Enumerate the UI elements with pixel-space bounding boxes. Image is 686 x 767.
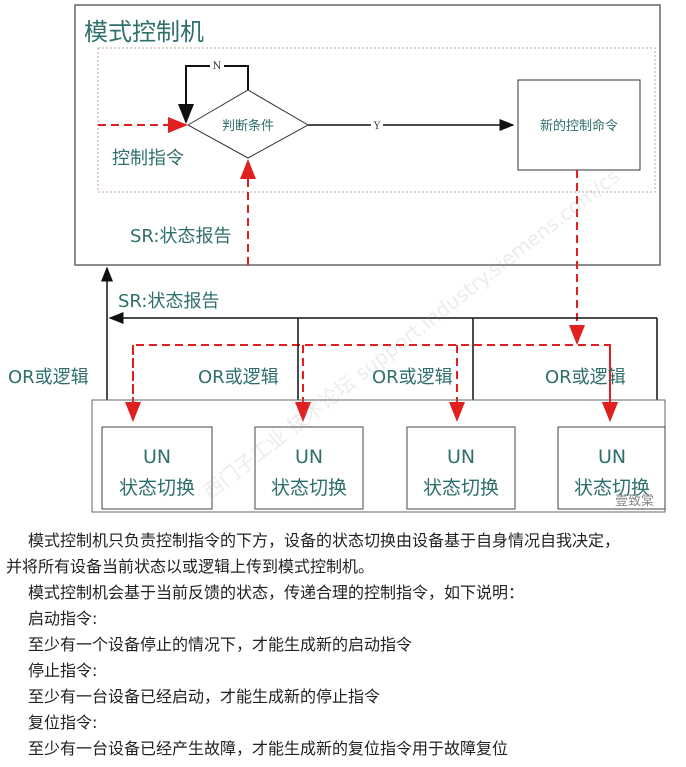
description: 模式控制机只负责控制指令的下方，设备的状态切换由设备基于自身情况自我决定， 并将… <box>0 528 686 762</box>
start-command-title: 启动指令: <box>28 609 98 628</box>
unit-action: 状态切换 <box>423 477 499 499</box>
new-command-box <box>517 79 641 171</box>
unit-action: 状态切换 <box>119 477 195 499</box>
controller-title: 模式控制机 <box>84 18 204 46</box>
mode-control-diagram: 模式控制机 判断条件 N Y 新的控制命令 控制指令 SR:状态报告 SR:状态… <box>8 4 666 513</box>
or-label-2: OR或逻辑 <box>198 367 279 388</box>
or-label-3: OR或逻辑 <box>372 367 453 388</box>
start-command-desc: 至少有一个设备停止的情况下，才能生成新的启动指令 <box>28 635 413 654</box>
decision-label: 判断条件 <box>222 118 274 134</box>
stop-command-desc: 至少有一台设备已经启动，才能生成新的停止指令 <box>28 687 381 706</box>
unit-name: UN <box>598 446 626 468</box>
new-command-label: 新的控制命令 <box>540 118 618 134</box>
unit-3: UN 状态切换 <box>406 426 516 510</box>
corner-logo: 壹致棠 <box>615 494 654 509</box>
reset-command-title: 复位指令: <box>28 713 98 732</box>
controller-box <box>74 4 661 266</box>
unit-action: 状态切换 <box>574 477 650 499</box>
yes-label: Y <box>373 121 381 132</box>
paragraph-1-line-2: 并将所有设备当前状态以或逻辑上传到模式控制机。 <box>6 557 375 576</box>
or-label-1: OR或逻辑 <box>8 367 89 388</box>
unit-name: UN <box>295 446 323 468</box>
reset-command-desc: 至少有一台设备已经产生故障，才能生成新的复位指令用于故障复位 <box>28 739 509 758</box>
unit-2: UN 状态切换 <box>254 426 364 510</box>
stop-command-title: 停止指令: <box>28 661 98 680</box>
unit-action: 状态切换 <box>271 477 347 499</box>
unit-4: UN 状态切换 <box>557 426 666 510</box>
no-label: N <box>213 61 222 72</box>
paragraph-2: 模式控制机会基于当前反馈的状态，传递合理的控制指令，如下说明： <box>28 583 525 602</box>
or-label-4: OR或逻辑 <box>545 367 626 388</box>
command-distribution-line <box>132 344 618 422</box>
logic-area <box>97 47 656 193</box>
paragraph-1-line-1: 模式控制机只负责控制指令的下方，设备的状态切换由设备基于自身情况自我决定， <box>28 531 621 550</box>
unit-name: UN <box>143 446 171 468</box>
unit-name: UN <box>447 446 475 468</box>
status-report-inner-label: SR:状态报告 <box>130 226 231 247</box>
control-command-label: 控制指令 <box>112 148 184 169</box>
status-report-outer-label: SR:状态报告 <box>118 291 219 312</box>
unit-1: UN 状态切换 <box>101 426 213 510</box>
